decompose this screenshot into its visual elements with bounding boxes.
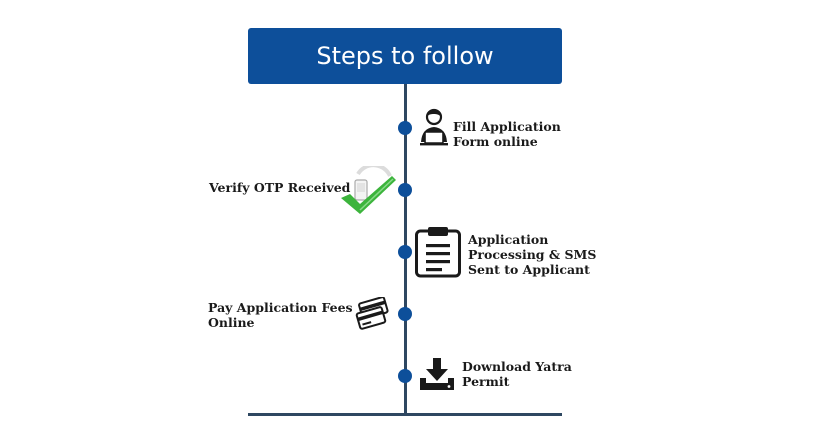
step-dot-4 bbox=[398, 307, 412, 321]
step-label-1: Fill Application Form online bbox=[453, 119, 561, 149]
clipboard-icon bbox=[415, 227, 461, 278]
user-at-laptop-icon bbox=[420, 108, 448, 146]
step-label-4: Pay Application Fees Online bbox=[208, 300, 353, 330]
download-icon bbox=[420, 358, 454, 390]
step-dot-2 bbox=[398, 183, 412, 197]
header-title: Steps to follow bbox=[316, 42, 494, 70]
timeline-base-line bbox=[248, 413, 562, 416]
step-dot-1 bbox=[398, 121, 412, 135]
step-label-2: Verify OTP Received bbox=[209, 180, 351, 195]
step-dot-5 bbox=[398, 369, 412, 383]
step-label-5: Download Yatra Permit bbox=[462, 359, 572, 389]
credit-cards-icon bbox=[355, 297, 389, 330]
step-label-3: Application Processing & SMS Sent to App… bbox=[468, 232, 597, 277]
steps-header: Steps to follow bbox=[248, 28, 562, 84]
step-dot-3 bbox=[398, 245, 412, 259]
phone-checkmark-icon bbox=[341, 166, 396, 214]
